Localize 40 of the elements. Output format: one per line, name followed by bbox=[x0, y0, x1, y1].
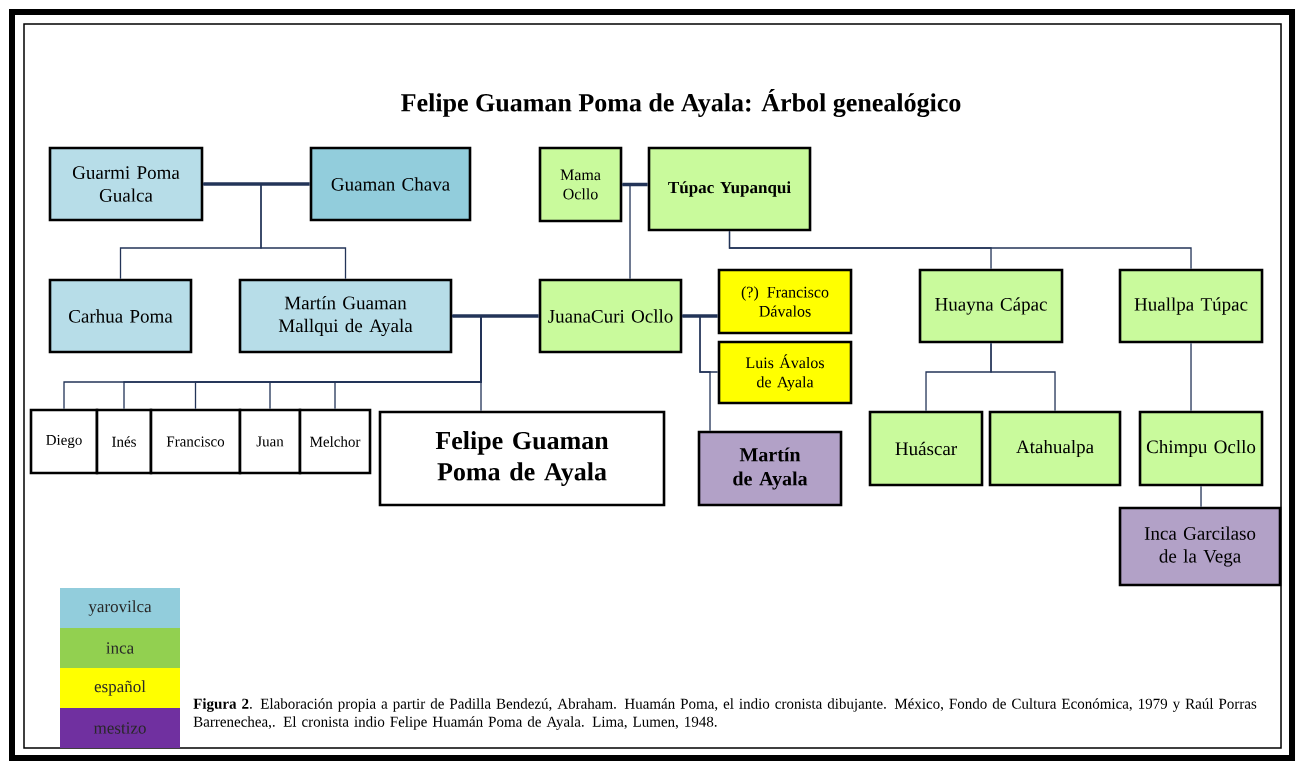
person-box: Juan bbox=[238, 408, 302, 475]
person-box: Carhua Poma bbox=[48, 278, 193, 354]
person-box: Mama Ocllo bbox=[538, 146, 623, 223]
connector-line bbox=[682, 314, 718, 318]
connector-line bbox=[681, 315, 711, 432]
person-box: (?) Francisco Dávalos bbox=[717, 268, 853, 335]
person-box: Huayna Cápac bbox=[918, 268, 1064, 344]
person-box: Inca Garcilaso de la Vega bbox=[1118, 506, 1282, 587]
connector-line bbox=[1200, 485, 1202, 508]
person-box: Guaman Chava bbox=[309, 146, 472, 222]
connector-line bbox=[990, 342, 1056, 412]
person-box: Luis Ávalos de Ayala bbox=[717, 340, 853, 405]
person-box: Túpac Yupanqui bbox=[647, 146, 812, 232]
legend-label: español bbox=[94, 680, 146, 696]
person-box: Felipe Guaman Poma de Ayala bbox=[378, 410, 666, 507]
person-box: Diego bbox=[29, 408, 99, 475]
legend-label: inca bbox=[106, 642, 134, 654]
person-box: Guarmi Poma Gualca bbox=[48, 146, 204, 222]
person-box: Melchor bbox=[298, 408, 372, 475]
connector-line bbox=[202, 183, 347, 280]
person-box: Martín de Ayala bbox=[697, 430, 843, 507]
person-box: Chimpu Ocllo bbox=[1138, 410, 1264, 487]
title: Felipe Guaman Poma de Ayala: Árbol genealógico bbox=[401, 89, 961, 117]
connector-line bbox=[728, 230, 1192, 270]
legend-label: mestizo bbox=[93, 722, 146, 734]
person-box: Martín Guaman Mallqui de Ayala bbox=[238, 278, 453, 354]
connector-line bbox=[1190, 342, 1192, 412]
connector-line bbox=[452, 314, 539, 318]
person-box: Atahualpa bbox=[988, 410, 1122, 487]
caption: Figura 2. Elaboración propia a partir de Padilla Bendezú, Abraham. Huamán Poma, el indio cronista dibujante. México, Fondo de Cultura Económica, 1979 y Raúl Porras Barrenechea,. El cronista indio Felipe Huamán Poma de Ayala. Lima, Lumen, 1948. bbox=[193, 698, 1257, 730]
connector-line bbox=[451, 315, 482, 412]
legend-label: yarovilca bbox=[88, 600, 152, 616]
person-box: Francisco bbox=[149, 408, 242, 475]
person-box: Huáscar bbox=[868, 410, 984, 487]
connector-line bbox=[621, 183, 631, 280]
person-box: Inés bbox=[95, 408, 153, 475]
person-box: Huallpa Túpac bbox=[1118, 268, 1264, 344]
connector-line bbox=[203, 182, 310, 186]
person-box: JuanaCuri Ocllo bbox=[538, 278, 683, 354]
connector-line bbox=[622, 182, 648, 187]
